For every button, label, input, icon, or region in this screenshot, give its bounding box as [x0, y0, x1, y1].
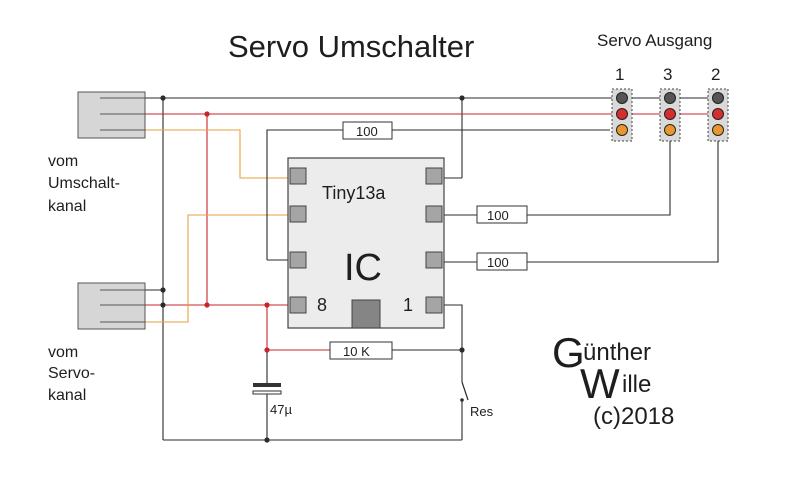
servo-channel-label-1: vom: [48, 344, 78, 361]
resistor-mid: 100: [476, 205, 528, 224]
svg-text:100: 100: [356, 124, 378, 139]
servo-channel-label-2: Servo-: [48, 365, 95, 382]
switch-channel-label-2: Umschalt-: [48, 175, 120, 192]
svg-text:10 K: 10 K: [343, 344, 370, 359]
reset-switch-label: Res: [470, 404, 494, 419]
signature-g-rest: ünther: [583, 339, 651, 366]
switch-channel-label-3: kanal: [48, 198, 86, 215]
svg-text:100: 100: [487, 255, 509, 270]
ic-pin1-label: 1: [403, 295, 413, 315]
signature-w-rest: ille: [622, 371, 651, 398]
capacitor: [252, 383, 282, 395]
servo-channel-label-3: kanal: [48, 387, 86, 404]
diagram-title: Servo Umschalter: [228, 29, 474, 64]
ic-pin8-label: 8: [317, 295, 327, 315]
resistor-reset: 10 K: [329, 341, 393, 360]
svg-text:100: 100: [487, 208, 509, 223]
connector-servo-channel: [77, 282, 146, 330]
switch-channel-label-1: vom: [48, 153, 78, 170]
ic-chip: [287, 157, 445, 329]
wire-orange-signals: [145, 129, 290, 323]
servo-output-heading: Servo Ausgang: [597, 31, 712, 50]
servo-output-number-2: 2: [711, 65, 720, 84]
servo-output-number-3: 3: [663, 65, 672, 84]
signature-g-letter: G: [552, 329, 585, 376]
servo-output-1: [611, 88, 633, 142]
capacitor-label: 47µ: [270, 402, 292, 417]
servo-output-3: [659, 88, 681, 142]
reset-switch: [460, 381, 469, 402]
signature-w-letter: W: [580, 360, 620, 407]
servo-output-number-1: 1: [615, 65, 624, 84]
resistor-top: 100: [342, 121, 393, 140]
servo-output-2: [707, 88, 729, 142]
resistor-low: 100: [476, 252, 528, 271]
wire-black-connections: [145, 129, 719, 441]
ic-label: IC: [344, 247, 382, 289]
connector-switch-channel: [77, 91, 146, 139]
junction-dots: [160, 95, 465, 443]
signature-copyright: (c)2018: [593, 403, 674, 430]
ic-name: Tiny13a: [322, 183, 386, 203]
